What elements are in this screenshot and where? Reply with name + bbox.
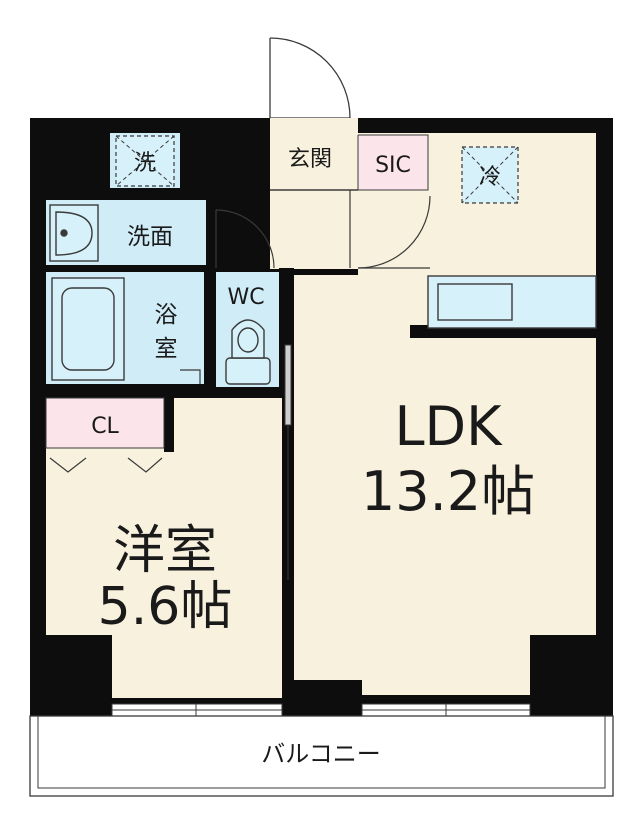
closet-area <box>45 397 165 449</box>
sic-area <box>357 134 429 191</box>
entry-door-swing-icon <box>269 37 351 119</box>
fridge-space-icon <box>461 146 519 204</box>
bath-door-icon <box>180 369 201 384</box>
balcony-label: バルコニー <box>261 740 381 768</box>
wall-corner-mid <box>282 680 362 698</box>
door-swing-icon <box>215 195 431 269</box>
entrance-label: 玄関 <box>288 147 332 172</box>
washer-label: 洗 <box>134 151 156 176</box>
wall-corner-right <box>530 635 596 698</box>
bathtub-icon <box>51 277 125 381</box>
washroom-label: 洗面 <box>127 224 173 250</box>
entry-door-opening <box>270 118 358 135</box>
washbasin-icon <box>49 204 99 262</box>
toilet-icon <box>225 319 271 385</box>
ldk-name: LDK <box>394 395 503 458</box>
balcony-rail <box>37 715 606 789</box>
bath-label-line1: 浴 <box>155 302 178 328</box>
western-name: 洋室 <box>113 521 217 581</box>
sliding-door-icon <box>284 344 292 580</box>
closet-label: CL <box>91 414 119 439</box>
sic-label: SIC <box>375 153 411 178</box>
western-size: 5.6帖 <box>98 577 233 637</box>
closet-door-icon <box>49 457 163 473</box>
balcony-area <box>29 715 614 797</box>
bath-label-line2: 室 <box>155 336 178 362</box>
ldk-size: 13.2帖 <box>361 460 535 523</box>
kitchen-counter-icon <box>427 275 597 329</box>
window-icon <box>111 703 531 717</box>
washer-space-icon <box>115 135 175 187</box>
fridge-label: 冷 <box>479 165 501 190</box>
wall-corner-left <box>46 635 112 698</box>
toilet-label: WC <box>227 285 264 310</box>
